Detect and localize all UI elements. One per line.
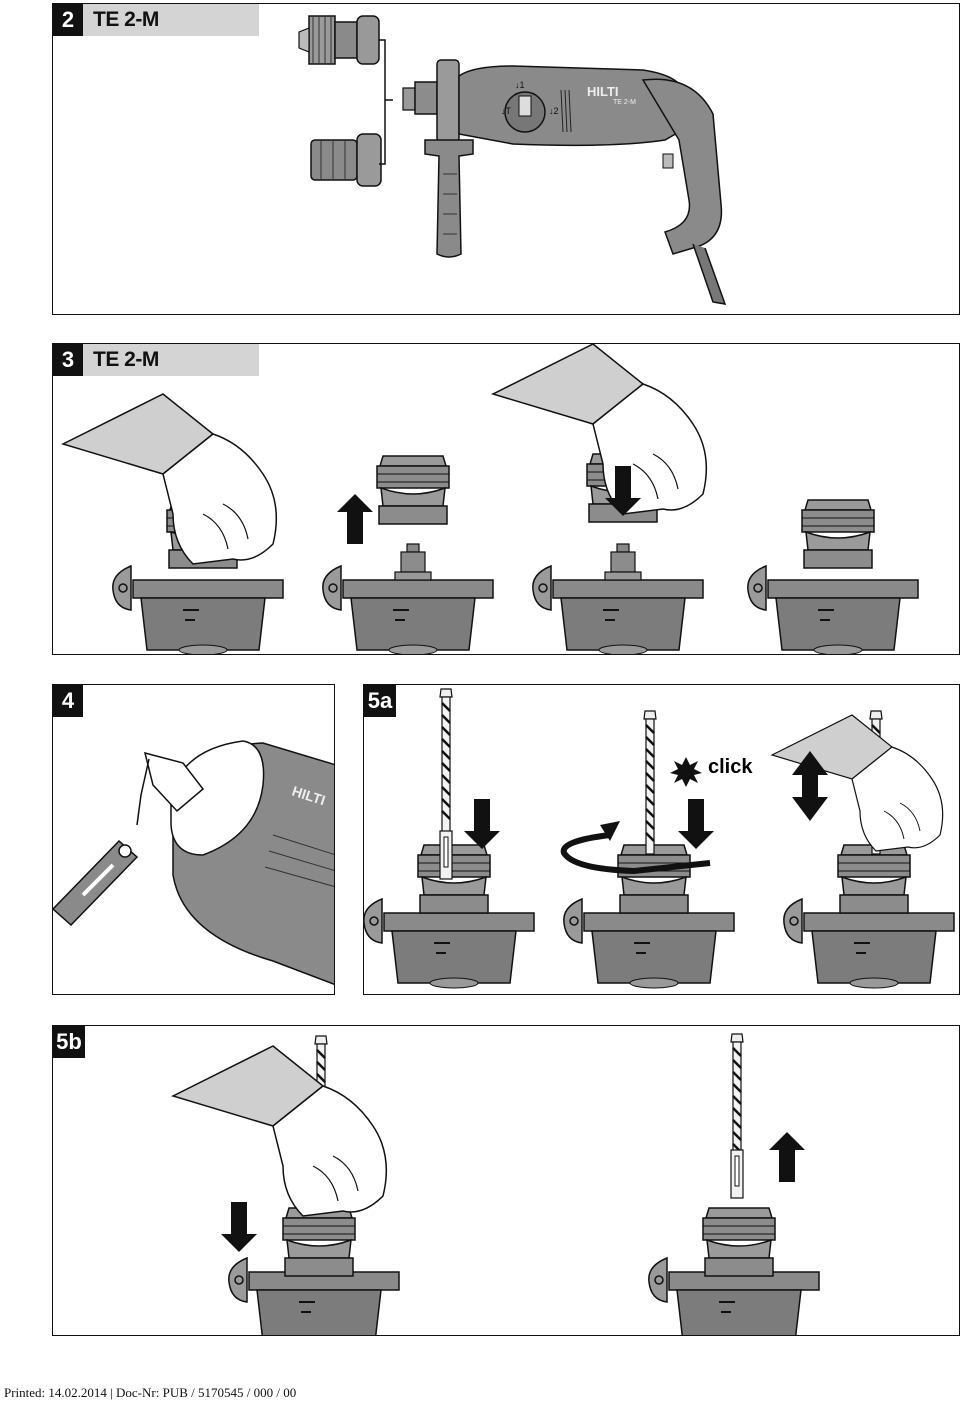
step-2-bit: [642, 709, 658, 856]
step-4-drill: [746, 565, 919, 654]
panel-number: 2: [53, 4, 83, 36]
drill-illustration: ↓T ↓2 ↓1 HILTI TE 2-M: [298, 15, 727, 305]
rotate-arrow: [560, 832, 711, 875]
sds-shank: [53, 839, 139, 927]
step-3-glove: [771, 714, 944, 852]
panel-4: 4 HILTI: [52, 684, 335, 995]
up-arrow: [769, 1132, 805, 1182]
svg-text:↓2: ↓2: [549, 106, 559, 116]
panel-3: 3 TE 2-M: [52, 343, 960, 655]
chuck-change-sequence: [62, 344, 919, 654]
grease-can: HILTI: [136, 740, 334, 986]
up-down-arrow: [792, 751, 828, 821]
down-arrow: [221, 1202, 257, 1252]
up-arrow: [337, 494, 373, 544]
panel-2: 2 TE 2-M ↓T ↓2 ↓1: [52, 3, 960, 315]
grease-illustration: HILTI: [53, 740, 334, 986]
model-label: TE 2-M: [83, 344, 259, 376]
keyless-chuck: [298, 15, 380, 65]
step-1-drill: [111, 565, 285, 654]
panel-number: 3: [53, 344, 83, 376]
down-arrow: [678, 799, 714, 849]
panel-number: 5a: [364, 685, 396, 717]
step-1-glove: [172, 1045, 388, 1217]
print-footer: Printed: 14.02.2014 | Doc-Nr: PUB / 5170…: [4, 1385, 297, 1400]
panel-number: 4: [53, 685, 83, 717]
sds-chuck: [310, 133, 382, 187]
panel-5b: 5b: [52, 1025, 960, 1336]
bit-insertion-sequence: click: [364, 687, 955, 989]
panel-number: 5b: [53, 1026, 85, 1058]
click-label: click: [708, 756, 753, 778]
brand-logo: HILTI: [587, 84, 619, 99]
click-burst-icon: [670, 757, 702, 787]
down-arrow: [464, 799, 500, 849]
rotary-hammer: ↓T ↓2 ↓1 HILTI TE 2-M: [402, 59, 727, 305]
step-1-bit: [438, 687, 454, 834]
model-badge: TE 2-M: [613, 99, 636, 106]
model-label: TE 2-M: [83, 4, 259, 36]
svg-text:↓1: ↓1: [515, 80, 525, 90]
panel-5a: 5a click: [363, 684, 960, 995]
step-2-chuck-removed: [376, 455, 450, 525]
bit-removal-sequence: [172, 1032, 820, 1335]
step-1-glove: [62, 393, 278, 565]
svg-text:↓T: ↓T: [501, 106, 512, 116]
